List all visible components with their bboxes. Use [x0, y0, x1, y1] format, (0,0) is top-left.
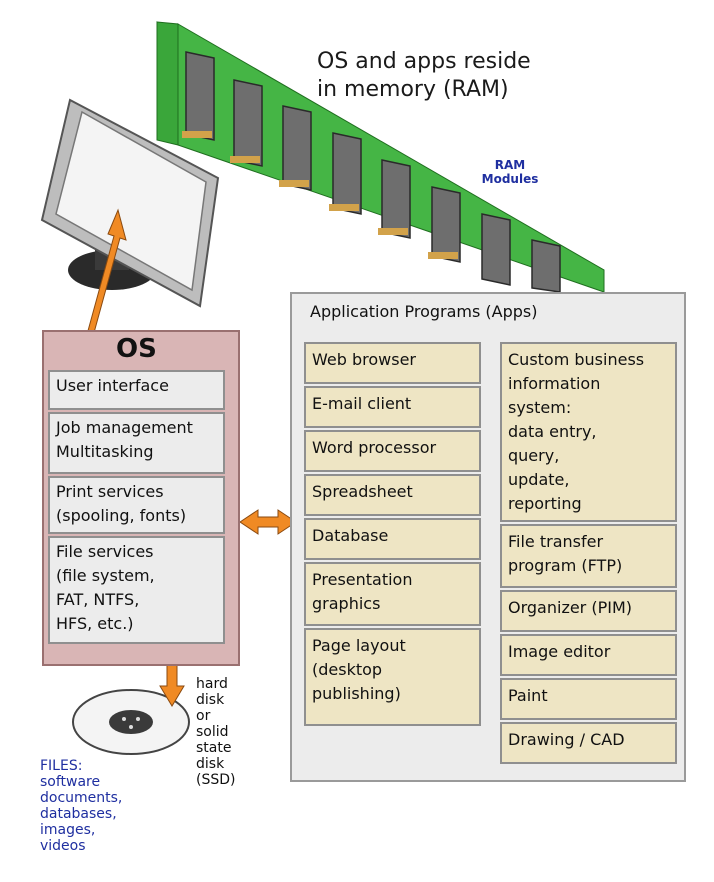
- app-ftp: File transfer program (FTP): [500, 524, 677, 588]
- ram-caption: OS and apps reside in memory (RAM): [317, 48, 577, 104]
- app-web-browser: Web browser: [304, 342, 481, 384]
- hard-disk-icon: [72, 689, 190, 755]
- arrow-os-apps: [239, 509, 297, 535]
- ram-caption-line2: in memory (RAM): [317, 77, 509, 102]
- app-drawing-cad: Drawing / CAD: [500, 722, 677, 764]
- files-list: software documents, databases, images, v…: [40, 774, 123, 854]
- ram-modules-label-line2: Modules: [481, 172, 539, 186]
- ram-modules-label: RAM Modules: [470, 158, 550, 186]
- app-image-editor: Image editor: [500, 634, 677, 676]
- app-page-layout: Page layout (desktop publishing): [304, 628, 481, 726]
- apps-left-column: Web browser E-mail client Word processor…: [304, 342, 481, 726]
- ram-module: [156, 21, 605, 293]
- os-job-management: Job management Multitasking: [48, 412, 225, 474]
- ram-caption-line1: OS and apps reside: [317, 49, 531, 74]
- monitor-icon: [40, 98, 220, 308]
- apps-title: Application Programs (Apps): [310, 302, 538, 321]
- disk-label: hard disk or solid state disk (SSD): [196, 676, 236, 788]
- ram-modules-label-line1: RAM: [494, 158, 526, 172]
- app-spreadsheet: Spreadsheet: [304, 474, 481, 516]
- app-word-processor: Word processor: [304, 430, 481, 472]
- app-database: Database: [304, 518, 481, 560]
- apps-right-column: Custom business information system: data…: [500, 342, 677, 764]
- app-presentation-graphics: Presentation graphics: [304, 562, 481, 626]
- app-organizer-pim: Organizer (PIM): [500, 590, 677, 632]
- os-title: OS: [116, 334, 157, 364]
- os-services-list: User interface Job management Multitaski…: [48, 370, 225, 644]
- app-email-client: E-mail client: [304, 386, 481, 428]
- os-user-interface: User interface: [48, 370, 225, 410]
- files-title: FILES:: [40, 758, 83, 774]
- app-paint: Paint: [500, 678, 677, 720]
- os-file-services: File services (file system, FAT, NTFS, H…: [48, 536, 225, 644]
- os-print-services: Print services (spooling, fonts): [48, 476, 225, 534]
- ram-chip: [185, 51, 561, 293]
- app-custom-business-system: Custom business information system: data…: [500, 342, 677, 522]
